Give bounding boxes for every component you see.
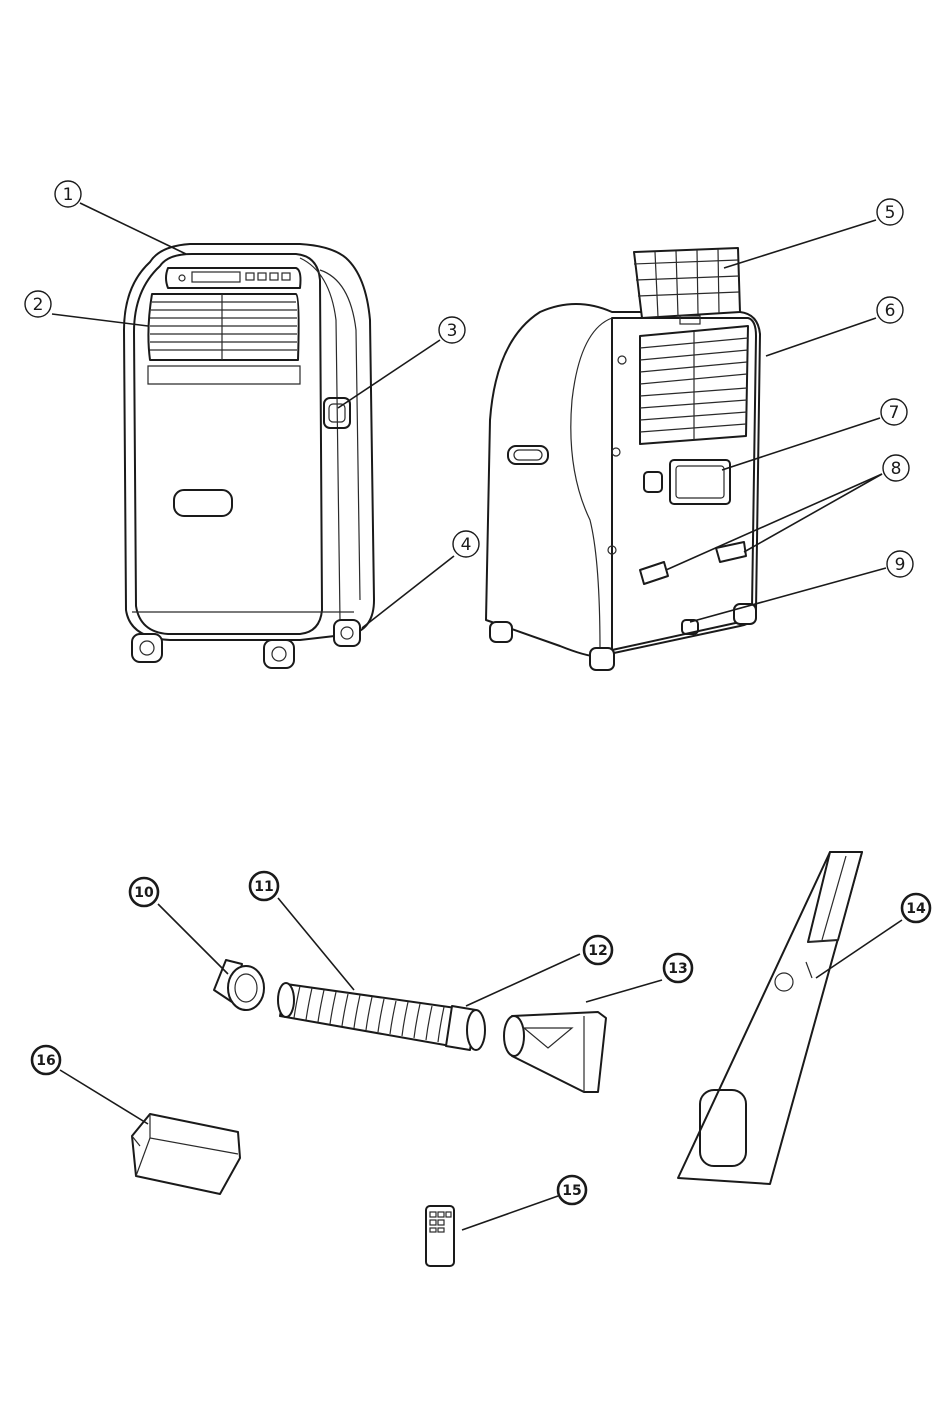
callout-label: 5: [885, 203, 896, 223]
callout-9: 9: [887, 551, 913, 577]
callout-13: 13: [664, 954, 692, 982]
callout-label: 16: [36, 1053, 55, 1069]
callout-label: 1: [63, 185, 74, 205]
callout-label: 2: [33, 295, 44, 315]
upper-air-filter: [634, 248, 740, 324]
callout-label: 8: [891, 459, 902, 479]
callout-label: 7: [889, 403, 900, 423]
window-slider-kit: [678, 852, 862, 1184]
exhaust-hose: [278, 983, 485, 1050]
callout-label: 9: [895, 555, 906, 575]
callout-14: 14: [902, 894, 930, 922]
callout-label: 3: [447, 321, 458, 341]
callout-3: 3: [439, 317, 465, 343]
callout-15: 15: [558, 1176, 586, 1204]
callout-label: 11: [254, 879, 273, 895]
drain-tray: [132, 1114, 240, 1194]
callout-label: 14: [906, 901, 926, 917]
callout-4: 4: [453, 531, 479, 557]
window-nozzle: [504, 1012, 606, 1092]
callout-label: 12: [588, 943, 607, 959]
callout-11: 11: [250, 872, 278, 900]
callout-1: 1: [55, 181, 81, 207]
callout-label: 6: [885, 301, 896, 321]
callout-8: 8: [883, 455, 909, 481]
callout-2: 2: [25, 291, 51, 317]
unit-rear-view: [486, 248, 760, 670]
callout-16: 16: [32, 1046, 60, 1074]
callout-label: 13: [668, 961, 687, 977]
callout-label: 10: [134, 885, 154, 901]
unit-front-view: [124, 244, 374, 668]
callout-12: 12: [584, 936, 612, 964]
callout-label: 4: [461, 535, 472, 555]
callout-5: 5: [877, 199, 903, 225]
remote-control: [426, 1206, 454, 1266]
callout-6: 6: [877, 297, 903, 323]
callout-label: 15: [562, 1183, 581, 1199]
callout-10: 10: [130, 878, 158, 906]
callout-7: 7: [881, 399, 907, 425]
